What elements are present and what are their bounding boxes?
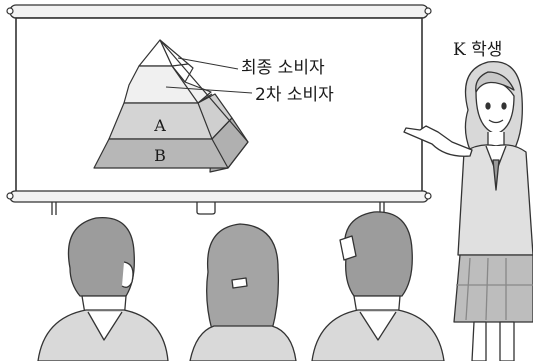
student-left-ear — [121, 261, 134, 288]
student-right-glasses-icon — [339, 235, 357, 261]
presenter-eye-left — [485, 102, 491, 110]
student-middle-hair — [206, 223, 280, 331]
student-left-collar — [87, 311, 123, 341]
presenter-leg-right — [499, 321, 515, 361]
screen-bottom-bar — [9, 190, 429, 203]
bar-cap-left — [6, 192, 14, 200]
roller-cap-left — [6, 7, 14, 15]
presenter-tie — [492, 159, 500, 191]
presenter-vest — [457, 144, 533, 256]
callout-secondary-consumer: 2차 소비자 — [255, 85, 334, 105]
callout-line-top — [177, 57, 239, 70]
presenter-mouth — [488, 119, 504, 124]
presenter-leg-left — [471, 321, 487, 361]
bar-cap-right — [424, 192, 432, 200]
skirt-plaid-2 — [485, 257, 489, 321]
presenter-pointing-arm — [403, 125, 473, 157]
pyramid-edge-tier3 — [211, 117, 233, 140]
presenter-figure — [403, 61, 533, 361]
audience-student-middle — [189, 223, 297, 361]
presenter-neck — [487, 132, 505, 147]
projection-screen — [6, 4, 432, 215]
student-right-hair — [343, 211, 413, 297]
audience-student-right — [311, 211, 445, 361]
student-middle-hairclip — [231, 277, 248, 289]
student-left-hair — [67, 216, 135, 297]
pyramid-edge-base — [227, 141, 249, 169]
pyramid-edge-right — [159, 39, 249, 143]
ecological-pyramid — [93, 39, 249, 173]
screen-pull-handle — [196, 202, 216, 215]
skirt-plaid-1 — [465, 257, 471, 321]
screen-top-roller — [9, 4, 429, 19]
speaker-label: K 학생 — [453, 40, 502, 60]
presenter-bangs — [475, 71, 515, 93]
presenter-eye-right — [501, 102, 507, 110]
student-middle-vest — [189, 325, 297, 361]
pyramid-label-a: A — [153, 116, 166, 135]
student-right-collar — [359, 311, 397, 341]
pyramid-label-b: B — [154, 146, 166, 165]
callout-final-consumer: 최종 소비자 — [241, 58, 325, 78]
roller-cap-right — [424, 7, 432, 15]
callout-line-second — [165, 86, 253, 94]
pyramid-edge-tier2 — [197, 93, 213, 104]
presenter-skirt — [453, 254, 533, 323]
audience-student-left — [37, 216, 169, 361]
pyramid-edge-tier1 — [171, 63, 189, 67]
